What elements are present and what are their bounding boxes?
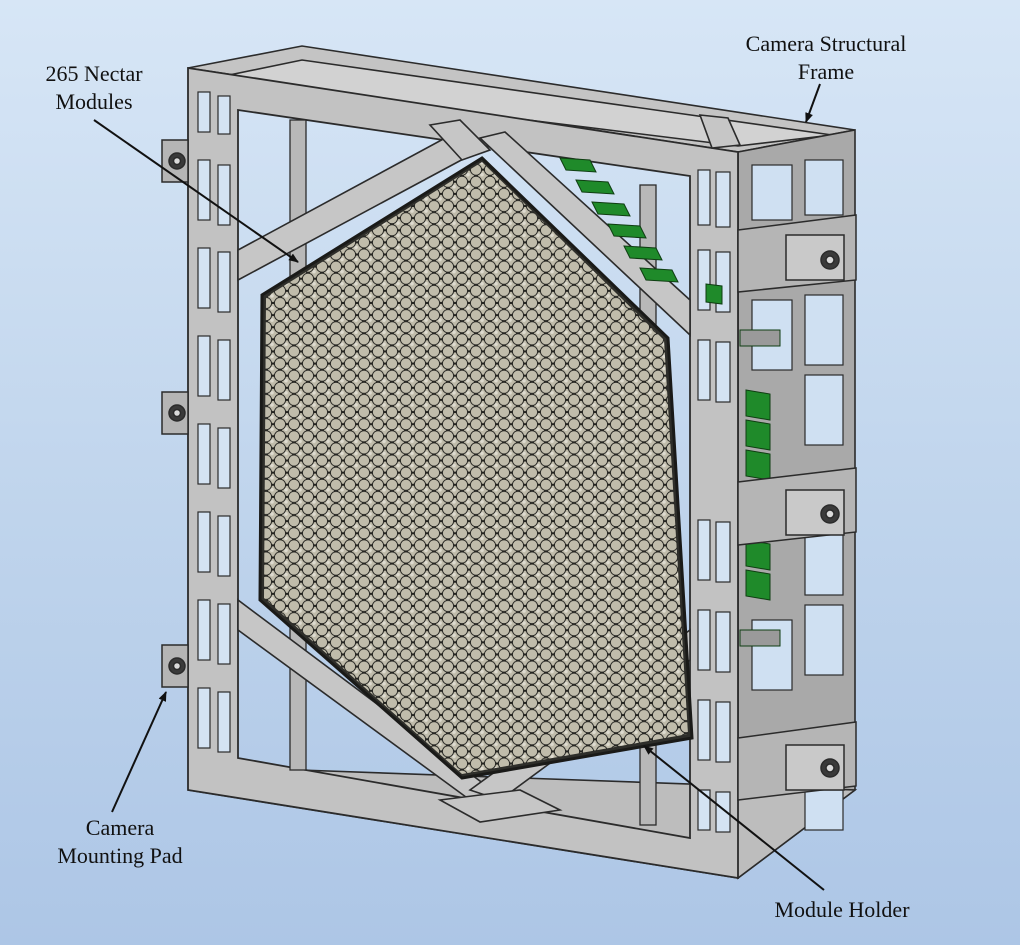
leader-module-holder <box>643 745 825 891</box>
nectar-module-array <box>258 156 694 780</box>
leader-lines <box>93 83 825 891</box>
label-nectar-modules-line1: 265 Nectar <box>45 61 143 86</box>
mounting-pad-right-top <box>737 214 857 293</box>
label-structural-frame: Camera Structural Frame <box>728 30 924 86</box>
label-structural-frame-line1: Camera Structural <box>745 31 907 56</box>
leader-mounting-pad <box>111 691 167 813</box>
label-mounting-pad-line1: Camera <box>85 815 155 840</box>
frame-right-openings <box>751 159 844 831</box>
label-module-holder: Module Holder <box>756 896 928 924</box>
camera-mounting-pads <box>161 139 857 801</box>
label-nectar-modules: 265 Nectar Modules <box>32 60 156 116</box>
label-mounting-pad: Camera Mounting Pad <box>40 814 200 870</box>
leader-structural-frame <box>805 83 821 123</box>
mounting-pad-right-middle <box>737 467 857 546</box>
label-nectar-modules-line2: Modules <box>55 89 133 114</box>
mounting-pad-left-top <box>161 139 189 183</box>
mounting-pad-right-bottom <box>737 721 857 801</box>
mounting-pad-left-bottom <box>161 644 189 688</box>
frame-front <box>187 66 739 880</box>
label-mounting-pad-line2: Mounting Pad <box>57 843 183 868</box>
label-module-holder-line1: Module Holder <box>774 897 910 922</box>
label-structural-frame-line2: Frame <box>797 59 855 84</box>
leader-nectar-modules <box>93 119 299 263</box>
mounting-pad-left-middle <box>161 391 189 435</box>
